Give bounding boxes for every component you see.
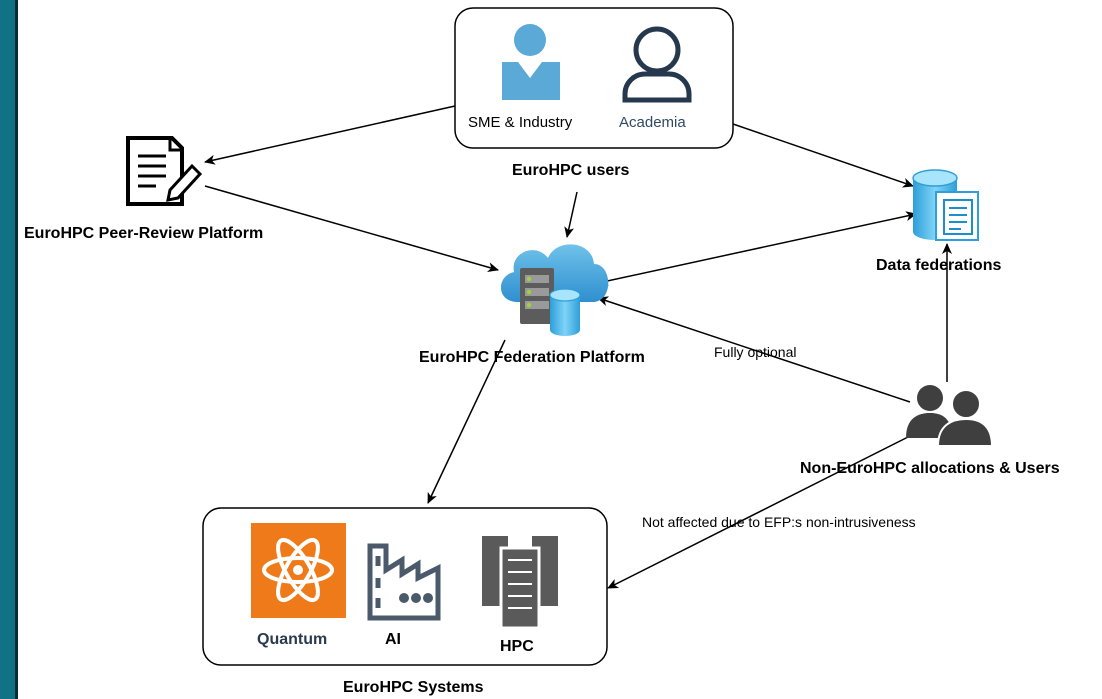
edge-nonuser-to-systems: [607, 431, 919, 589]
federation-platform-label: EuroHPC Federation Platform: [419, 349, 645, 366]
sme-person-icon: [502, 24, 560, 100]
ai-label: AI: [385, 631, 401, 648]
quantum-atom-icon: [251, 523, 346, 618]
academia-person-icon: [622, 26, 692, 103]
edge-users-to-data-federations: [732, 123, 914, 188]
edge-peer-review-to-federation: [204, 185, 499, 273]
users-group-icon: [906, 385, 994, 447]
edge-federation-data-bidirectional-b: [597, 249, 751, 286]
fully-optional-label: Fully optional: [714, 344, 797, 360]
non-eurohpc-label: Non-EuroHPC allocations & Users: [800, 460, 1060, 477]
quantum-label: Quantum: [257, 631, 328, 648]
hpc-label: HPC: [500, 638, 534, 655]
edge-federation-data-bidirectional-a: [749, 211, 917, 251]
eurohpc-systems-label: EuroHPC Systems: [343, 679, 484, 696]
ai-factory-icon: [367, 543, 441, 621]
edge-users-to-federation: [564, 191, 578, 238]
edge-users-to-peer-review: [204, 105, 456, 165]
academia-label: Academia: [619, 114, 686, 131]
edge-nonuser-to-federation-optional: [597, 296, 911, 403]
data-federations-icon: [912, 169, 979, 241]
eurohpc-users-label: EuroHPC users: [512, 162, 630, 179]
peer-review-platform-label: EuroHPC Peer-Review Platform: [24, 225, 264, 242]
data-federations-label: Data federations: [876, 257, 1002, 274]
edges: [204, 105, 952, 589]
sme-industry-label: SME & Industry: [468, 114, 573, 131]
not-affected-label: Not affected due to EFP:s non-intrusiven…: [642, 514, 916, 530]
left-border: [0, 0, 18, 699]
federation-cloud-icon: [500, 244, 609, 336]
edge-federation-to-systems: [427, 339, 506, 504]
hpc-servers-icon: [480, 534, 560, 630]
document-pencil-icon: [126, 136, 203, 206]
